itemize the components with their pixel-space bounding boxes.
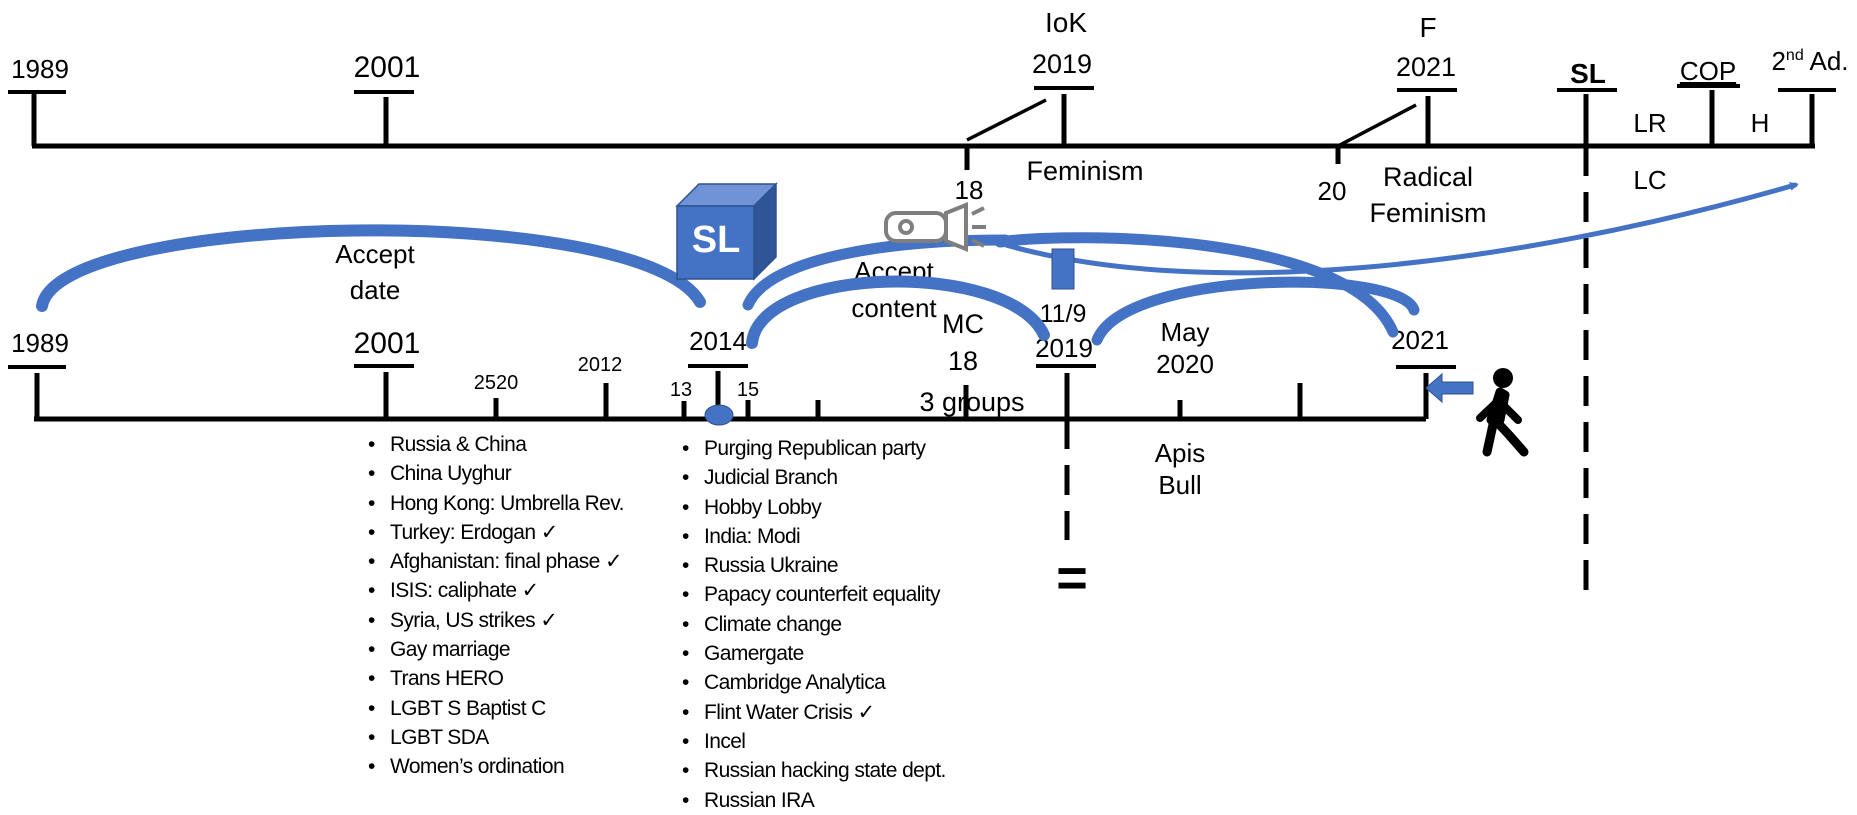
- label-mc: MC: [942, 309, 984, 339]
- label-may-2020: 2020: [1156, 349, 1214, 379]
- list-item: Cambridge Analytica: [682, 668, 946, 698]
- slant-18: [966, 98, 1047, 142]
- top-timeline: [8, 84, 1836, 590]
- list-item: Papacy counterfeit equality: [682, 580, 946, 610]
- arrow-2019-to-2021: [1091, 276, 1420, 346]
- arrow-left-icon: [1425, 372, 1474, 404]
- list-item: Afghanistan: final phase ✓: [368, 547, 624, 577]
- label-h: H: [1751, 108, 1770, 138]
- label-feminism: Feminism: [1026, 156, 1143, 186]
- list-item: China Uyghur: [368, 459, 624, 489]
- label-lr: LR: [1633, 108, 1666, 138]
- label-mc-18: 18: [948, 346, 978, 376]
- list-item: Hong Kong: Umbrella Rev.: [368, 489, 624, 519]
- arrow-2014-to-2019: [746, 275, 1050, 349]
- label-sl-top: SL: [1570, 58, 1606, 89]
- label-accept-content-2: content: [851, 293, 937, 323]
- marker-dot-2014: [704, 404, 734, 426]
- list-item: Purging Republican party: [682, 434, 946, 464]
- list-item: Syria, US strikes ✓: [368, 606, 624, 636]
- bottom-year-2014: 2014: [689, 326, 747, 356]
- list-item: LGBT S Baptist C: [368, 694, 624, 724]
- bottom-year-2001: 2001: [354, 327, 421, 360]
- list-item: Incel: [682, 727, 946, 757]
- list-item: Judicial Branch: [682, 463, 946, 493]
- list-item: Climate change: [682, 610, 946, 640]
- list-item: Russia & China: [368, 430, 624, 460]
- top-year-1989: 1989: [11, 54, 69, 84]
- marker-rect-11-9: [1051, 248, 1075, 290]
- list-item: Women’s ordination: [368, 752, 624, 782]
- label-2nd-ad: 2nd Ad.: [1771, 46, 1848, 76]
- label-equals: =: [1056, 548, 1088, 608]
- list-item: ISIS: caliphate ✓: [368, 576, 624, 606]
- list-item: Turkey: Erdogan ✓: [368, 518, 624, 548]
- list-item: India: Modi: [682, 522, 946, 552]
- minor-15: 15: [737, 379, 759, 401]
- minor-13: 13: [670, 379, 692, 401]
- list-item: Gay marriage: [368, 635, 624, 665]
- label-may: May: [1160, 317, 1209, 347]
- label-3-groups: 3 groups: [919, 387, 1024, 417]
- label-iok: IoK: [1045, 7, 1087, 38]
- label-11-9: 11/9: [1040, 300, 1087, 328]
- list-item: Trans HERO: [368, 664, 624, 694]
- bottom-year-2021: 2021: [1391, 325, 1449, 355]
- top-year-2001: 2001: [354, 51, 421, 84]
- list-item: Russia Ukraine: [682, 551, 946, 581]
- list-2001: Russia & China China Uyghur Hong Kong: U…: [368, 430, 624, 782]
- list-item: Russian hacking state dept.: [682, 756, 946, 786]
- label-20-top: 20: [1318, 176, 1347, 206]
- list-2014: Purging Republican party Judicial Branch…: [682, 434, 946, 815]
- label-bull: Bull: [1158, 470, 1201, 500]
- label-f: F: [1419, 12, 1436, 43]
- flashlight-icon: [884, 202, 986, 252]
- arrow-flashlight-to-2021: [994, 232, 1399, 338]
- list-item: LGBT SDA: [368, 723, 624, 753]
- label-lc: LC: [1633, 165, 1666, 195]
- walking-person-icon: [1476, 368, 1529, 457]
- label-accept-date-1: Accept: [335, 239, 415, 269]
- label-accept-date-2: date: [350, 275, 401, 305]
- cube-label: SL: [692, 219, 741, 261]
- list-item: Gamergate: [682, 639, 946, 669]
- list-item: Hobby Lobby: [682, 493, 946, 523]
- slant-20: [1337, 103, 1417, 148]
- bottom-year-1989: 1989: [11, 328, 69, 358]
- top-year-2021: 2021: [1396, 52, 1456, 82]
- label-apis: Apis: [1155, 438, 1206, 468]
- list-item: Flint Water Crisis ✓: [682, 698, 946, 728]
- label-radical: Radical: [1383, 162, 1473, 192]
- label-18-top: 18: [955, 175, 984, 205]
- label-radical-feminism: Feminism: [1369, 198, 1486, 228]
- list-item: Russian IRA: [682, 786, 946, 815]
- arrow-to-lc: [1003, 182, 1799, 276]
- cube-icon: [675, 182, 778, 281]
- arrow-1989-to-2014: [36, 224, 706, 312]
- minor-2012: 2012: [578, 354, 623, 376]
- top-year-2019: 2019: [1032, 49, 1092, 79]
- minor-2520: 2520: [474, 372, 519, 394]
- arrows: [36, 182, 1799, 349]
- label-cop: COP: [1680, 56, 1736, 86]
